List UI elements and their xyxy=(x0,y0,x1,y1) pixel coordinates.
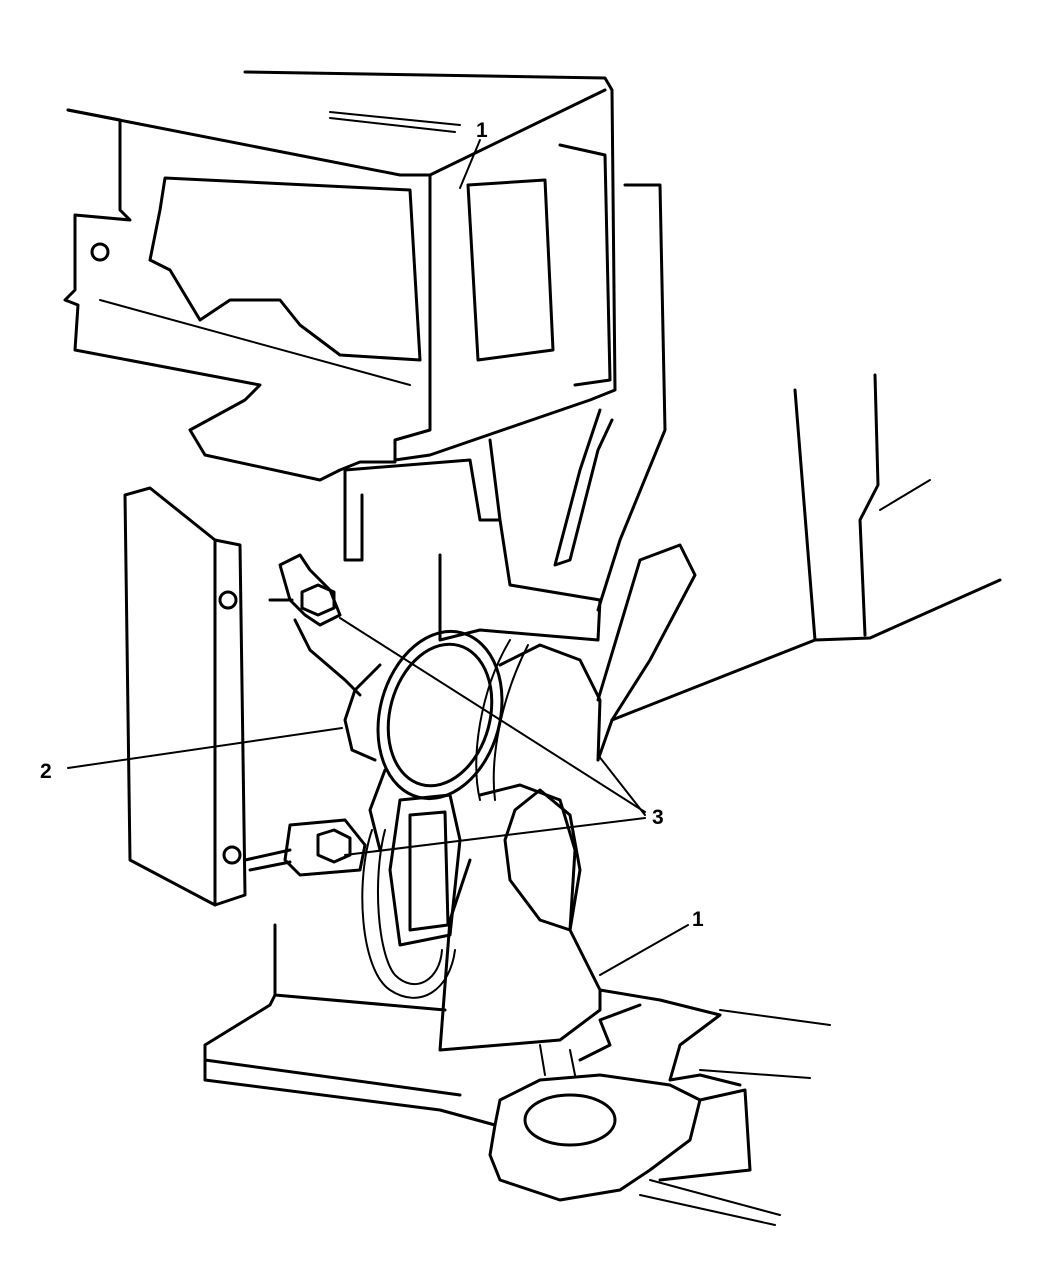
leader-line-1-top xyxy=(459,139,481,189)
horn xyxy=(343,629,504,852)
vertical-post xyxy=(343,183,667,642)
callout-bracket-top: 1 xyxy=(476,119,488,142)
left-side-panel xyxy=(123,486,247,907)
leader-line-1-bottom xyxy=(599,924,689,976)
leader-line-3c xyxy=(344,817,646,856)
leader-line-2 xyxy=(67,727,343,769)
leader-line-3a xyxy=(339,617,646,813)
background-body xyxy=(610,373,1002,722)
wire-harness xyxy=(361,829,456,999)
horn-trumpet xyxy=(388,543,697,1052)
leader-line-3b xyxy=(597,754,646,816)
callout-bracket-bottom: 1 xyxy=(692,908,704,931)
callout-bolts: 3 xyxy=(652,806,664,829)
leader-lines xyxy=(67,139,689,976)
lower-bracket xyxy=(203,923,831,1226)
upper-support-bracket xyxy=(63,70,617,482)
callout-horn: 2 xyxy=(40,760,52,783)
